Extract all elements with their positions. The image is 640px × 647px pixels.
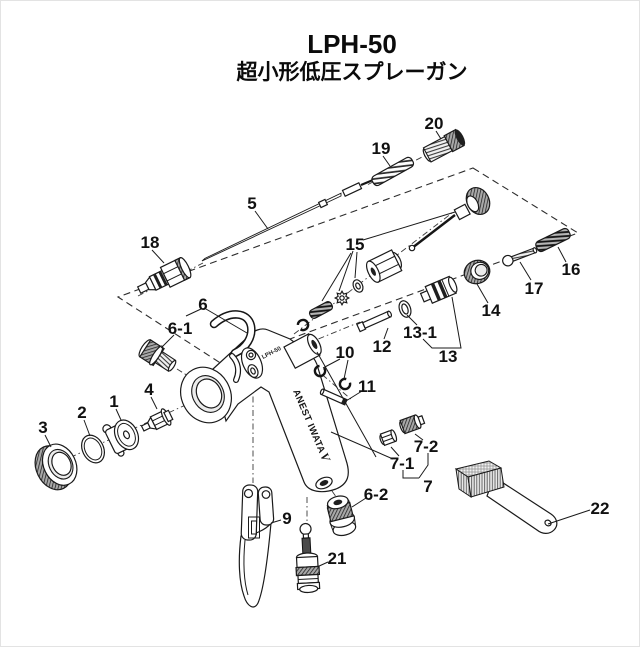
label-part-5: 5 xyxy=(247,194,256,213)
label-part-6-2: 6-2 xyxy=(364,485,389,504)
part-13-air-valve-set xyxy=(419,275,458,304)
label-part-12: 12 xyxy=(373,337,392,356)
label-part-16: 16 xyxy=(562,260,581,279)
part-16-spring xyxy=(535,227,571,253)
part-number-labels: 3 2 1 4 6-1 6 18 5 19 20 15 16 17 14 13-… xyxy=(38,114,609,568)
part-9-trigger xyxy=(238,484,275,608)
leader-lines xyxy=(44,130,591,568)
part-5-fluid-needle xyxy=(201,178,374,262)
diagram-subtitle: 超小形低圧スプレーガン xyxy=(237,60,468,84)
part-10-e-rings xyxy=(313,364,352,391)
part-13-1-o-ring xyxy=(398,300,412,318)
diagram-title: LPH-50 xyxy=(307,29,397,59)
part-7-2-air-valve xyxy=(399,414,426,435)
part-19-needle-spring xyxy=(371,156,415,187)
label-part-14: 14 xyxy=(482,301,501,320)
label-part-2: 2 xyxy=(77,403,86,422)
part-17-screw xyxy=(502,247,538,267)
label-part-7-1: 7-1 xyxy=(390,454,415,473)
label-part-13: 13 xyxy=(439,347,458,366)
part-15-packing-set xyxy=(296,249,403,332)
part-21-check-valve xyxy=(295,522,321,594)
label-part-3: 3 xyxy=(38,418,47,437)
part-14-ring-nut xyxy=(463,259,491,285)
part-3-retaining-ring xyxy=(34,443,78,491)
label-part-4: 4 xyxy=(144,380,154,399)
label-part-17: 17 xyxy=(525,279,544,298)
label-part-7-2: 7-2 xyxy=(414,437,439,456)
label-part-22: 22 xyxy=(591,499,610,518)
part-4-fluid-nozzle xyxy=(140,408,174,432)
label-part-20: 20 xyxy=(425,114,444,133)
label-part-6: 6 xyxy=(198,295,207,314)
label-part-15: 15 xyxy=(346,235,365,254)
label-part-6-1: 6-1 xyxy=(168,319,193,338)
needle-set-dashed-boundary xyxy=(116,167,580,365)
part-20-adjust-set xyxy=(422,128,466,163)
part-22-cleaning-brush xyxy=(454,460,558,534)
label-part-11: 11 xyxy=(358,377,376,396)
part-11-trigger-pin xyxy=(319,388,348,406)
label-part-7: 7 xyxy=(423,477,432,496)
part-15-needle-knob-assembly xyxy=(408,187,491,252)
part-1-air-cap xyxy=(102,419,140,457)
label-part-9: 9 xyxy=(282,509,291,528)
part-6-2-cup-nipple xyxy=(326,495,357,537)
label-part-21: 21 xyxy=(328,549,347,568)
part-12-valve-rod xyxy=(356,310,393,333)
part-18-nozzle-set xyxy=(136,256,192,294)
label-part-1: 1 xyxy=(109,392,118,411)
label-part-18: 18 xyxy=(141,233,160,252)
part-2-o-ring xyxy=(81,434,105,464)
label-part-19: 19 xyxy=(372,139,391,158)
part-7-1-valve-nut xyxy=(379,429,398,447)
label-part-13-1: 13-1 xyxy=(403,323,437,342)
label-part-10: 10 xyxy=(336,343,355,362)
